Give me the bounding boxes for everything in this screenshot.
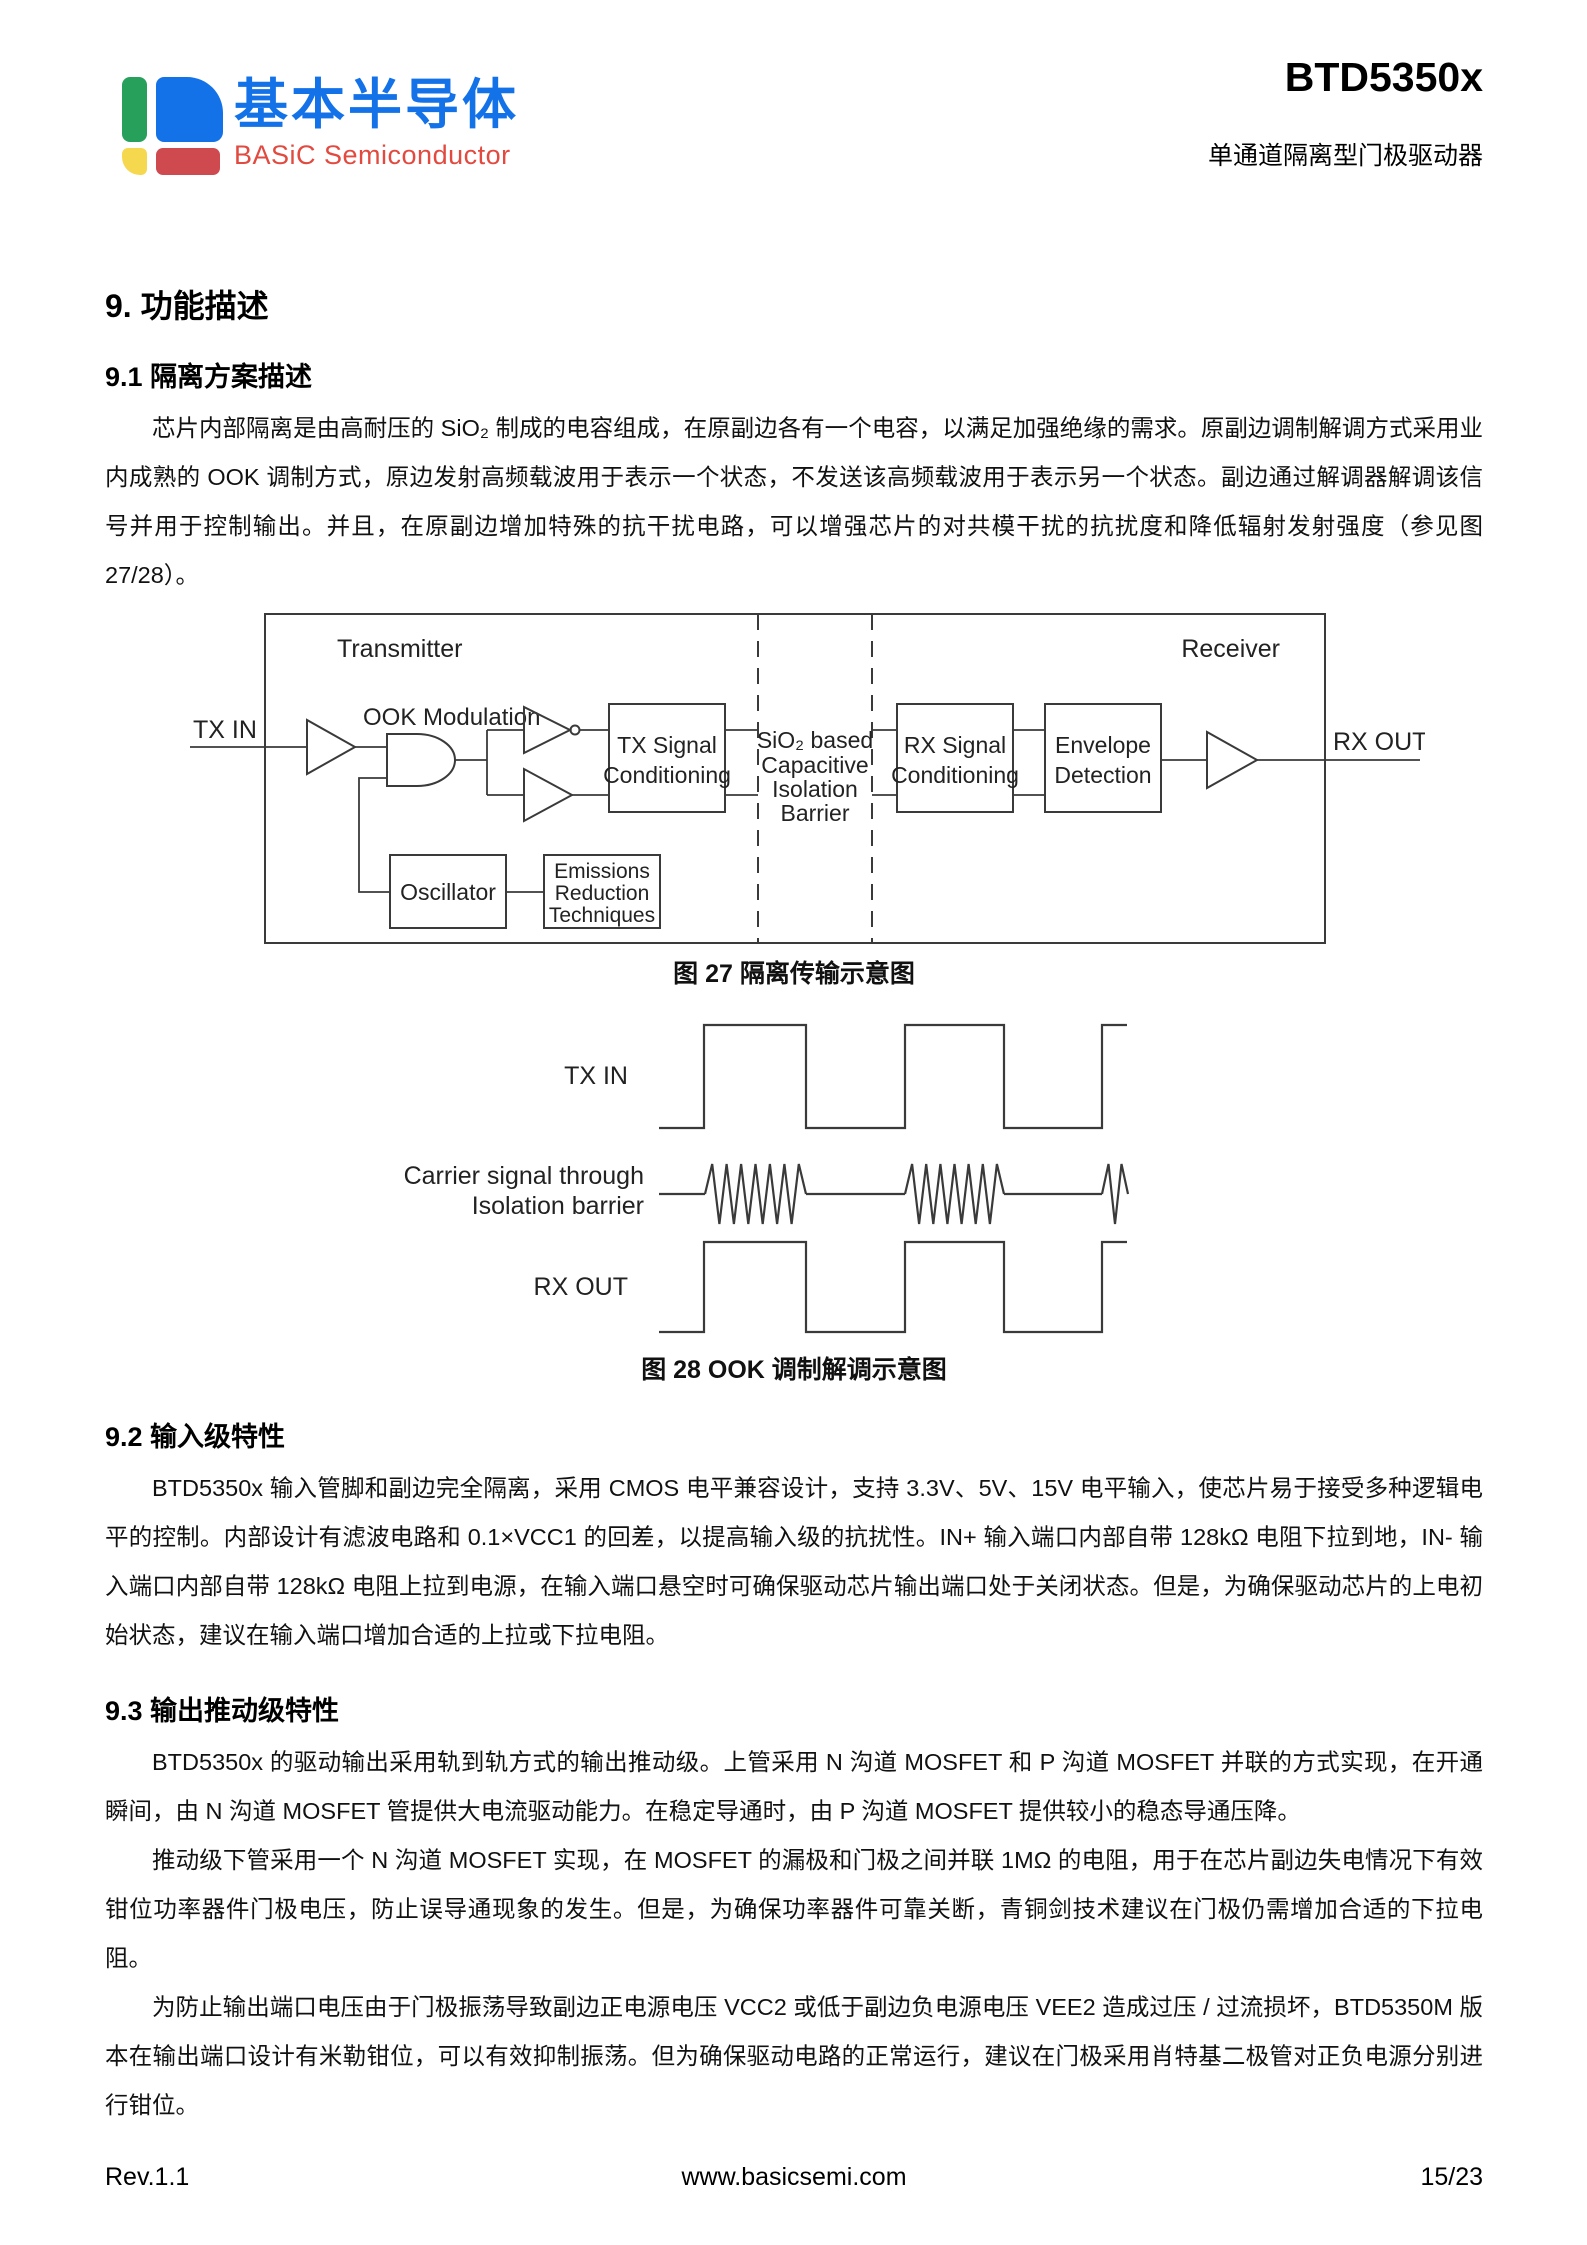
inverter-icon xyxy=(523,705,573,755)
barrier-line3: Isolation xyxy=(772,776,858,802)
logo-blue-block xyxy=(156,77,223,142)
carrier-burst-2 xyxy=(903,1163,1006,1225)
transmitter-label: Transmitter xyxy=(337,635,462,663)
envelope-box-line1: Envelope xyxy=(1055,732,1151,758)
logo-text: 基本半导体 BASiC Semiconductor xyxy=(234,72,519,170)
wave-rx-out-label: RX OUT xyxy=(534,1273,628,1301)
logo-chinese-name: 基本半导体 xyxy=(234,75,519,135)
logo-red-block xyxy=(156,148,220,175)
receiver-label: Receiver xyxy=(1181,635,1280,663)
page-number: 15/23 xyxy=(1420,2163,1483,2191)
figure-28-caption: 图 28 OOK 调制解调示意图 xyxy=(641,1356,947,1384)
input-buffer-icon xyxy=(306,718,358,776)
logo-english-name: BASiC Semiconductor xyxy=(234,140,511,170)
section-9-3-paragraph-1: BTD5350x 的驱动输出采用轨到轨方式的输出推动级。上管采用 N 沟道 MO… xyxy=(105,1749,1483,1824)
logo-mark-icon xyxy=(80,72,223,175)
and-gate-icon xyxy=(386,733,456,787)
emissions-box xyxy=(543,854,661,929)
section-9-2-paragraph: BTD5350x 输入管脚和副边完全隔离，采用 CMOS 电平兼容设计，支持 3… xyxy=(105,1475,1483,1648)
page-header: 基本半导体 BASiC Semiconductor BTD5350x 单通道隔离… xyxy=(80,42,1483,192)
rx-signal-conditioning-box xyxy=(896,703,1014,813)
tx-signal-conditioning-box xyxy=(608,703,726,813)
diagram-outer-box xyxy=(264,613,1326,944)
company-logo: 基本半导体 BASiC Semiconductor xyxy=(80,72,519,175)
section-9-title: 9. 功能描述 xyxy=(105,288,269,324)
wave-carrier-label-line1: Carrier signal through xyxy=(404,1162,644,1190)
tx-in-label: TX IN xyxy=(193,716,257,744)
output-buffer-icon xyxy=(1206,730,1260,790)
emissions-line2: Reduction xyxy=(555,882,650,905)
page-content: 9. 功能描述 9.1 隔离方案描述 芯片内部隔离是由高耐压的 SiO₂ 制成的… xyxy=(105,286,1483,2130)
carrier-burst-1 xyxy=(703,1163,808,1225)
barrier-line1: SiO₂ based xyxy=(757,727,873,753)
buffer2-icon xyxy=(523,767,575,823)
section-9-3-paragraph-3: 为防止输出端口电压由于门极振荡导致副边正电源电压 VCC2 或低于副边负电源电压… xyxy=(105,1994,1483,2118)
oscillator-label: Oscillator xyxy=(400,879,496,905)
logo-yellow-block xyxy=(122,148,147,175)
rx-box-line1: RX Signal xyxy=(904,732,1006,758)
document-title-block: BTD5350x 单通道隔离型门极驱动器 xyxy=(1208,54,1483,170)
section-9-1-paragraph: 芯片内部隔离是由高耐压的 SiO₂ 制成的电容组成，在原副边各有一个电容，以满足… xyxy=(105,415,1483,588)
emissions-line1: Emissions xyxy=(554,860,650,883)
carrier-burst-3 xyxy=(1100,1163,1130,1225)
tx-box-line1: TX Signal xyxy=(617,732,717,758)
page-footer: Rev.1.1 www.basicsemi.com 15/23 xyxy=(105,2163,1483,2193)
product-subtitle: 单通道隔离型门极驱动器 xyxy=(1207,142,1483,170)
oscillator-feed-wire xyxy=(358,777,390,893)
wave-carrier-label-line2: Isolation barrier xyxy=(472,1192,644,1220)
product-name: BTD5350x xyxy=(1284,54,1483,100)
emissions-line3: Techniques xyxy=(549,904,655,927)
section-9-2-title: 9.2 输入级特性 xyxy=(105,1422,286,1452)
section-9-3-paragraph-2: 推动级下管采用一个 N 沟道 MOSFET 实现，在 MOSFET 的漏极和门极… xyxy=(105,1847,1483,1971)
logo-green-block xyxy=(122,77,147,142)
tx-box-line2: Conditioning xyxy=(603,762,731,788)
figure-27-isolation-diagram: Transmitter Receiver TX IN OOK Modulatio… xyxy=(190,613,1425,944)
wave-tx-in-label: TX IN xyxy=(564,1062,628,1090)
revision-label: Rev.1.1 xyxy=(105,2163,190,2191)
section-9-1-title: 9.1 隔离方案描述 xyxy=(105,362,313,392)
barrier-line4: Barrier xyxy=(780,800,849,826)
rx-out-waveform xyxy=(659,1240,1127,1334)
figure-27-caption: 图 27 隔离传输示意图 xyxy=(673,960,915,988)
envelope-detection-box xyxy=(1044,703,1162,813)
tx-in-waveform xyxy=(659,1023,1127,1130)
figure-28-ook-waveforms: TX IN Carrier signal through Isolation b… xyxy=(404,1023,1130,1334)
barrier-line2: Capacitive xyxy=(761,752,868,778)
ook-modulation-label: OOK Modulation xyxy=(363,704,540,731)
rx-box-line2: Conditioning xyxy=(891,762,1019,788)
envelope-box-line2: Detection xyxy=(1054,762,1151,788)
website-url: www.basicsemi.com xyxy=(681,2163,907,2191)
section-9-3-title: 9.3 输出推动级特性 xyxy=(105,1696,340,1726)
rx-out-label: RX OUT xyxy=(1333,728,1425,756)
